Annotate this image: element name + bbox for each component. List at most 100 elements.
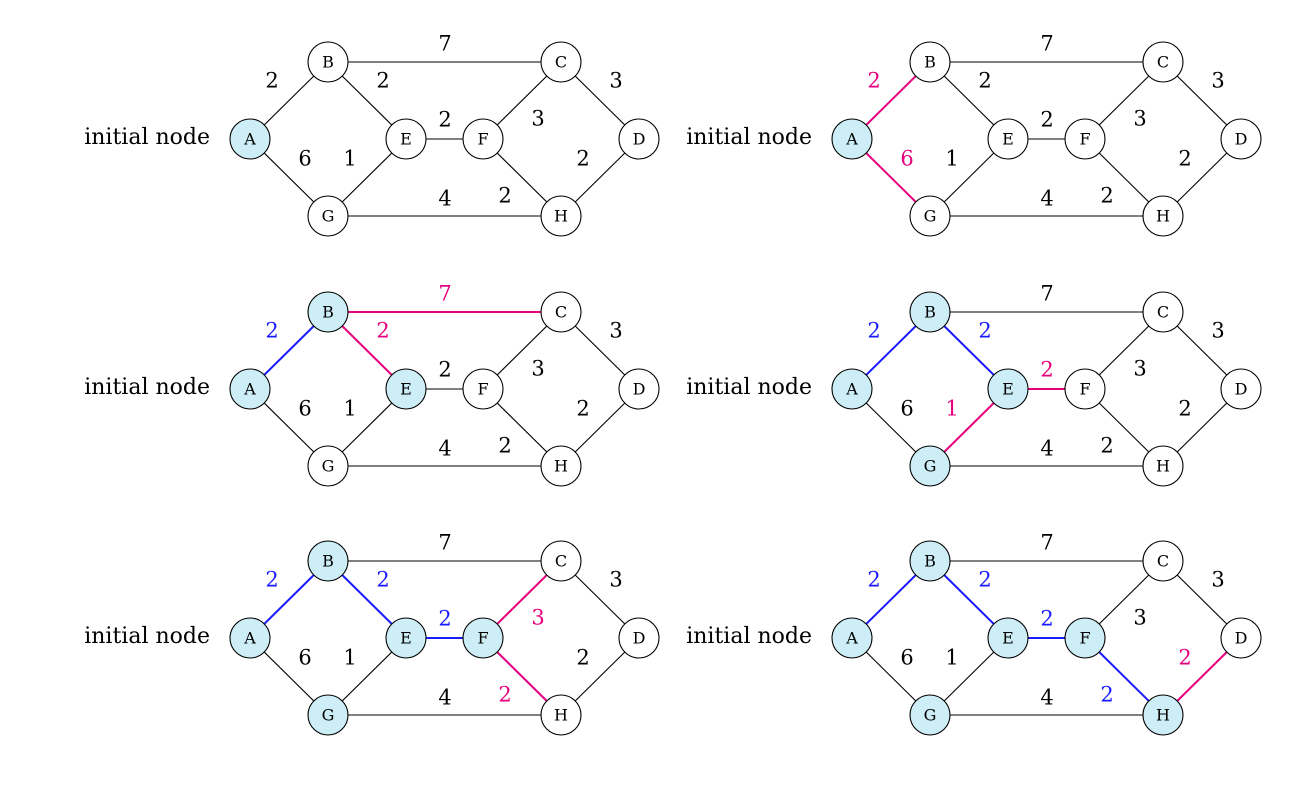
edge-weight-BC: 7 — [1040, 32, 1053, 56]
node-label-D: D — [1235, 130, 1248, 149]
node-B: B — [909, 540, 951, 582]
node-label-B: B — [322, 552, 334, 571]
node-G: G — [909, 445, 951, 487]
edge-weight-CD: 3 — [1211, 568, 1224, 592]
node-A: A — [229, 368, 271, 410]
node-D: D — [1220, 368, 1262, 410]
node-H: H — [540, 195, 582, 237]
node-circle-G — [307, 445, 349, 487]
node-F: F — [1064, 617, 1106, 659]
node-circle-A — [831, 617, 873, 659]
node-A: A — [229, 118, 271, 160]
edge-weight-AB: 2 — [867, 319, 880, 343]
node-circle-D — [1220, 118, 1262, 160]
edge-weight-HD: 2 — [1178, 397, 1191, 421]
node-circle-D — [618, 118, 660, 160]
node-D: D — [1220, 617, 1262, 659]
edge-weight-EF: 2 — [1040, 108, 1053, 132]
node-label-H: H — [554, 706, 568, 725]
node-E: E — [385, 368, 427, 410]
edge-weight-BE: 2 — [978, 69, 991, 93]
node-circle-B — [909, 291, 951, 333]
node-A: A — [229, 617, 271, 659]
edge-weight-FC: 3 — [1133, 107, 1146, 131]
node-D: D — [1220, 118, 1262, 160]
edge-weight-EF: 2 — [1040, 607, 1053, 631]
node-circle-B — [909, 41, 951, 83]
node-H: H — [1142, 445, 1184, 487]
node-label-E: E — [1002, 629, 1014, 648]
edge-weight-GH: 4 — [1040, 187, 1053, 211]
edge-weight-FC: 3 — [531, 107, 544, 131]
node-circle-A — [831, 368, 873, 410]
edge-weight-AG: 6 — [900, 147, 913, 171]
node-label-C: C — [1157, 303, 1169, 322]
edge-weight-CD: 3 — [609, 69, 622, 93]
edge-weight-EF: 2 — [438, 607, 451, 631]
node-C: C — [540, 540, 582, 582]
edge-weight-FH: 2 — [1100, 434, 1113, 458]
node-label-G: G — [322, 457, 335, 476]
node-circle-C — [540, 540, 582, 582]
node-H: H — [1142, 195, 1184, 237]
edge-weight-CD: 3 — [1211, 69, 1224, 93]
node-circle-A — [229, 368, 271, 410]
node-circle-C — [540, 291, 582, 333]
node-A: A — [831, 118, 873, 160]
node-F: F — [1064, 368, 1106, 410]
node-B: B — [909, 41, 951, 83]
edge-weight-AG: 6 — [900, 646, 913, 670]
node-label-F: F — [1079, 629, 1090, 648]
edge-weight-BC: 7 — [438, 531, 451, 555]
initial-node-label: initial node — [686, 375, 812, 400]
node-label-D: D — [1235, 380, 1248, 399]
node-circle-F — [462, 118, 504, 160]
node-H: H — [540, 445, 582, 487]
edge-weight-HD: 2 — [576, 646, 589, 670]
node-label-H: H — [1156, 457, 1170, 476]
edge-weight-CD: 3 — [1211, 319, 1224, 343]
node-label-F: F — [1079, 380, 1090, 399]
node-B: B — [909, 291, 951, 333]
edge-weight-EF: 2 — [438, 358, 451, 382]
edge-weight-BC: 7 — [438, 32, 451, 56]
edge-weight-EF: 2 — [1040, 358, 1053, 382]
node-circle-H — [540, 445, 582, 487]
node-label-E: E — [1002, 380, 1014, 399]
node-B: B — [307, 291, 349, 333]
node-label-C: C — [1157, 53, 1169, 72]
edge-weight-EF: 2 — [438, 108, 451, 132]
edge-weight-AB: 2 — [265, 319, 278, 343]
node-label-A: A — [845, 380, 858, 399]
edge-weight-GE: 1 — [945, 147, 958, 171]
node-B: B — [307, 540, 349, 582]
edge-weight-HD: 2 — [576, 147, 589, 171]
node-circle-F — [1064, 118, 1106, 160]
node-circle-F — [462, 617, 504, 659]
node-label-E: E — [400, 130, 412, 149]
edge-weight-AG: 6 — [298, 397, 311, 421]
node-circle-B — [909, 540, 951, 582]
node-circle-E — [987, 368, 1029, 410]
edge-weight-FC: 3 — [531, 357, 544, 381]
node-F: F — [462, 118, 504, 160]
node-circle-E — [385, 368, 427, 410]
node-label-G: G — [924, 706, 937, 725]
node-H: H — [1142, 694, 1184, 736]
edge-weight-BC: 7 — [1040, 531, 1053, 555]
node-D: D — [618, 118, 660, 160]
node-circle-E — [987, 617, 1029, 659]
edge-weight-AB: 2 — [867, 69, 880, 93]
node-E: E — [987, 617, 1029, 659]
node-circle-H — [1142, 445, 1184, 487]
edge-weight-FH: 2 — [498, 434, 511, 458]
node-circle-A — [229, 617, 271, 659]
node-circle-B — [307, 291, 349, 333]
node-circle-G — [909, 195, 951, 237]
node-label-B: B — [924, 53, 936, 72]
edge-weight-HD: 2 — [576, 397, 589, 421]
